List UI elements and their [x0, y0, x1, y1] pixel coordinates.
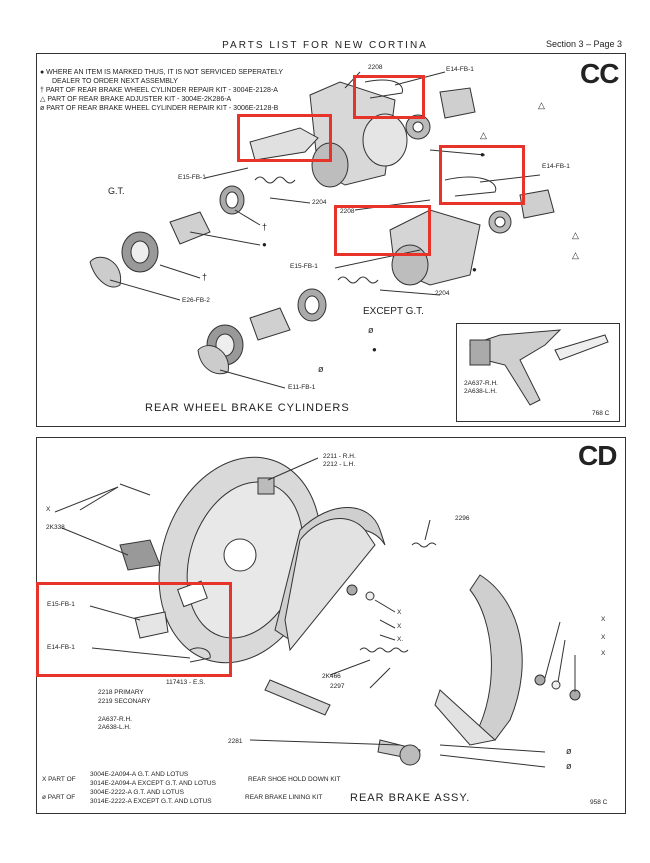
- cc-symbol-triangle-4: △: [572, 250, 579, 260]
- highlight-box-e14-right: [439, 145, 525, 205]
- cd-legend-x-line-1: 3004E-2A094-A G.T. AND LOTUS: [90, 771, 189, 778]
- cd-label-2a638: 2A638-L.H.: [98, 724, 131, 731]
- cd-label-x-r1: X: [601, 616, 606, 623]
- cc-symbol-phi-1: ø: [368, 325, 374, 335]
- cc-label-e15-left: E15-FB-1: [178, 174, 206, 181]
- cc-label-e11: E11-FB-1: [288, 384, 316, 391]
- cd-caption: REAR BRAKE ASSY.: [350, 792, 471, 804]
- cd-label-2219: 2219 SECONARY: [98, 698, 151, 705]
- cd-label-x-top: X: [46, 506, 51, 513]
- panel-cc-code: CC: [580, 58, 619, 89]
- cc-symbol-dot-1: ●: [480, 150, 485, 159]
- cd-legend-phi-kit: REAR BRAKE LINING KIT: [245, 794, 323, 801]
- highlight-box-cd-clips: [36, 582, 232, 677]
- cd-label-e15: E15-FB-1: [47, 601, 75, 608]
- cc-symbol-dot-3: ●: [262, 240, 267, 249]
- cc-symbol-dagger-2: †: [202, 272, 208, 282]
- cd-symbol-phi-2: ø: [566, 761, 572, 771]
- cc-symbol-dot-2: ●: [472, 265, 477, 274]
- cc-label-2a637: 2A637-R.H.: [464, 380, 498, 387]
- cc-label-e14-top: E14-FB-1: [446, 66, 474, 73]
- cc-label-2208-top: 2208: [368, 64, 383, 71]
- cc-label-e26: E26-FB-2: [182, 297, 210, 304]
- cd-symbol-phi-1: ø: [566, 746, 572, 756]
- cc-figure-number: 768 C: [592, 410, 610, 417]
- cc-symbol-triangle-2: △: [480, 130, 487, 140]
- cd-label-e14: E14-FB-1: [47, 644, 75, 651]
- cc-label-2204-mid: 2204: [435, 290, 450, 297]
- cc-label-except-gt: EXCEPT G.T.: [363, 306, 424, 317]
- cd-label-2281: 2281: [228, 738, 243, 745]
- cc-symbol-dot-4: ●: [372, 345, 377, 354]
- panel-cc: [36, 53, 626, 427]
- cd-label-117413: 117413 - E.S.: [166, 679, 206, 686]
- cd-label-2212: 2212 - L.H.: [323, 461, 356, 468]
- cd-legend-x-line-2: 3014E-2A094-A EXCEPT G.T. AND LOTUS: [90, 780, 216, 787]
- cc-label-2204-top: 2204: [312, 199, 327, 206]
- cc-symbol-triangle-1: △: [538, 100, 545, 110]
- cd-label-x-r3: X: [601, 650, 606, 657]
- cc-symbol-triangle-3: △: [572, 230, 579, 240]
- cc-note-3: △ PART OF REAR BRAKE ADJUSTER KIT - 3004…: [40, 96, 232, 103]
- cd-legend-phi-line-2: 3014E-2222-A EXCEPT G.T. AND LOTUS: [90, 798, 212, 805]
- cd-label-x1: X: [397, 609, 402, 616]
- highlight-box-e14-top: [353, 75, 425, 119]
- cc-label-e15-mid: E15-FB-1: [290, 263, 318, 270]
- highlight-box-e15-left: [237, 114, 332, 162]
- cc-symbol-dagger-1: †: [262, 222, 268, 232]
- cd-legend-phi-line-1: 3004E-2222-A G.T. AND LOTUS: [90, 789, 184, 796]
- cd-legend-x-part: X PART OF: [42, 776, 76, 783]
- cd-label-2211: 2211 - R.H.: [323, 453, 356, 460]
- cd-figure-number: 958 C: [590, 799, 608, 806]
- page-title: PARTS LIST FOR NEW CORTINA: [222, 40, 428, 51]
- cd-legend-phi-part: ø PART OF: [42, 794, 76, 801]
- cc-label-2a638: 2A638-L.H.: [464, 388, 497, 395]
- cc-label-gt: G.T.: [108, 186, 125, 196]
- cd-label-2297: 2297: [330, 683, 345, 690]
- cc-note-0: ● WHERE AN ITEM IS MARKED THUS, IT IS NO…: [40, 69, 284, 76]
- cc-symbol-phi-2: ø: [318, 364, 324, 374]
- cd-label-2296: 2296: [455, 515, 470, 522]
- highlight-box-e15-mid: [334, 205, 431, 256]
- cd-label-2k338: 2K338: [46, 524, 65, 531]
- cd-label-x2: X: [397, 623, 402, 630]
- cc-label-e14-right: E14-FB-1: [542, 163, 570, 170]
- cc-inset-handbrake: [456, 323, 620, 422]
- cd-label-x-r2: X: [601, 634, 606, 641]
- cc-caption: REAR WHEEL BRAKE CYLINDERS: [145, 402, 350, 414]
- cc-label-2208-mid: 2208: [340, 208, 355, 215]
- cd-legend-x-kit: REAR SHOE HOLD DOWN KIT: [248, 776, 341, 783]
- panel-cd-code: CD: [578, 440, 617, 471]
- cc-note-1: DEALER TO ORDER NEXT ASSEMBLY: [52, 78, 178, 85]
- cc-note-4: ø PART OF REAR BRAKE WHEEL CYLINDER REPA…: [40, 105, 279, 112]
- cd-label-2218: 2218 PRIMARY: [98, 689, 144, 696]
- cc-note-2: † PART OF REAR BRAKE WHEEL CYLINDER REPA…: [40, 87, 278, 94]
- cd-label-2k466: 2K466: [322, 673, 341, 680]
- cd-label-x3: X.: [397, 636, 404, 643]
- section-page: Section 3 – Page 3: [545, 39, 622, 49]
- cd-label-2a637: 2A637-R.H.: [98, 716, 132, 723]
